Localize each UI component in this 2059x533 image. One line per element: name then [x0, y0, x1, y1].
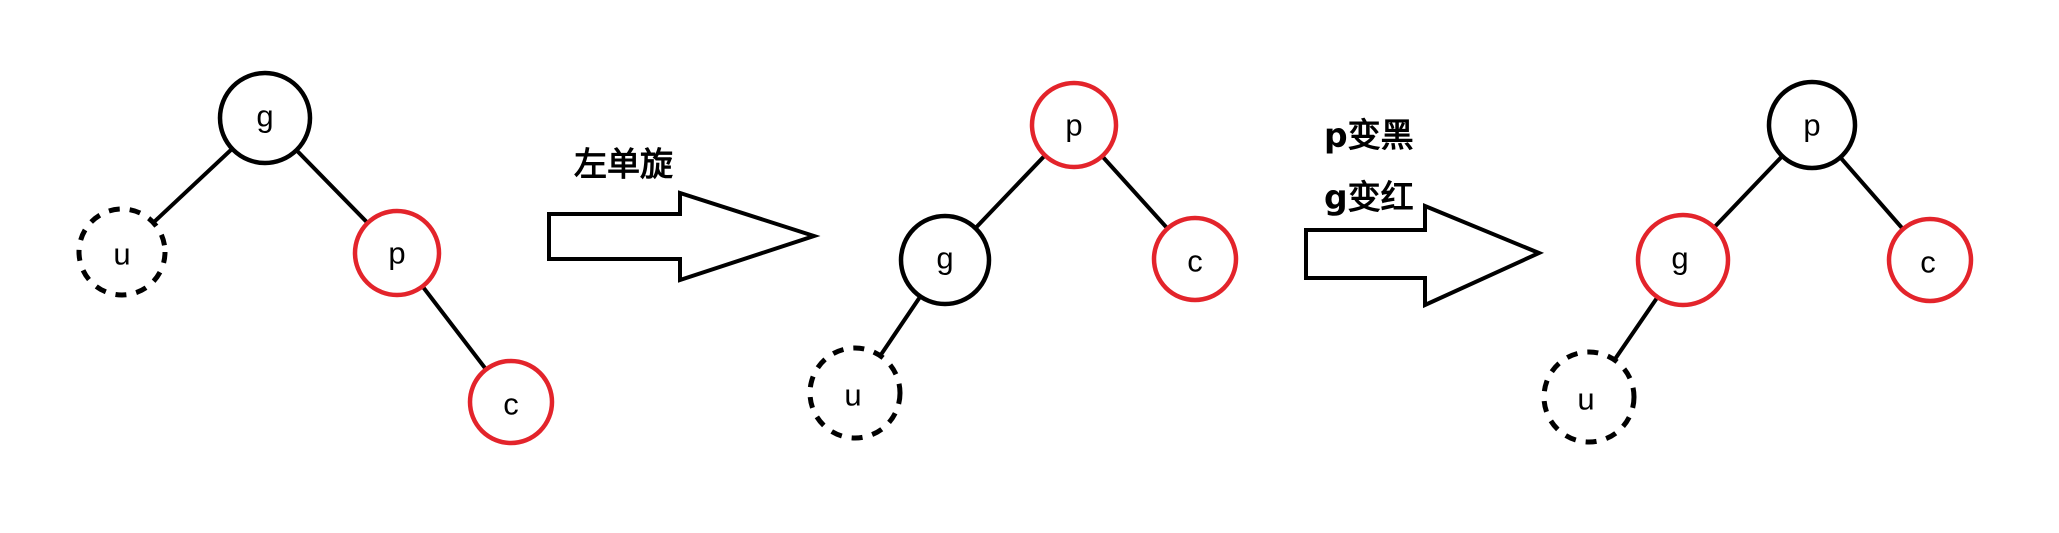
node-g-circle — [1635, 212, 1731, 308]
node-c-label: c — [503, 387, 519, 422]
transition-label-2: g变红 — [1324, 178, 1414, 217]
tree-after-recolor: p g c u — [1541, 79, 1974, 445]
node-g-label: g — [1671, 241, 1688, 276]
node-p: p — [1766, 79, 1858, 171]
transition-label: 左单旋 — [574, 145, 673, 184]
node-u-label: u — [1577, 382, 1594, 417]
node-c-label: c — [1187, 244, 1203, 279]
node-g: g — [1635, 212, 1731, 308]
node-p-label: p — [388, 236, 405, 271]
transition-left-rotation: 左单旋 — [547, 145, 821, 283]
node-p-circle — [1029, 80, 1119, 170]
node-c: c — [1886, 216, 1974, 304]
node-g-circle — [217, 70, 313, 166]
tree-before-rotation: g u p c — [76, 70, 555, 446]
node-c-circle — [1151, 215, 1239, 303]
tree-edges — [120, 116, 513, 404]
node-p-circle — [352, 208, 442, 298]
node-u-label: u — [844, 378, 861, 413]
node-u: u — [1541, 349, 1637, 445]
node-g-circle — [898, 213, 992, 307]
node-u-circle — [76, 206, 168, 298]
arrow-right-icon — [547, 190, 821, 283]
node-u-circle — [1541, 349, 1637, 445]
node-p: p — [1029, 80, 1119, 170]
node-c-label: c — [1920, 245, 1936, 280]
node-g-label: g — [256, 99, 273, 134]
tree-after-rotation: p g c u — [807, 80, 1239, 441]
node-c: c — [1151, 215, 1239, 303]
node-u-label: u — [113, 237, 130, 272]
node-u-circle — [807, 345, 903, 441]
node-g: g — [898, 213, 992, 307]
node-p-circle — [1766, 79, 1858, 171]
node-c-circle — [1886, 216, 1974, 304]
node-g: g — [217, 70, 313, 166]
node-g-label: g — [936, 241, 953, 276]
transition-label-1: p变黑 — [1324, 116, 1414, 155]
node-p: p — [352, 208, 442, 298]
arrow-right-icon — [1304, 203, 1545, 309]
node-p-label: p — [1803, 108, 1820, 143]
transition-recolor: p变黑 g变红 — [1304, 116, 1545, 309]
node-u: u — [76, 206, 168, 298]
node-c-circle — [467, 358, 555, 446]
node-u: u — [807, 345, 903, 441]
node-c: c — [467, 358, 555, 446]
node-p-label: p — [1065, 108, 1082, 143]
